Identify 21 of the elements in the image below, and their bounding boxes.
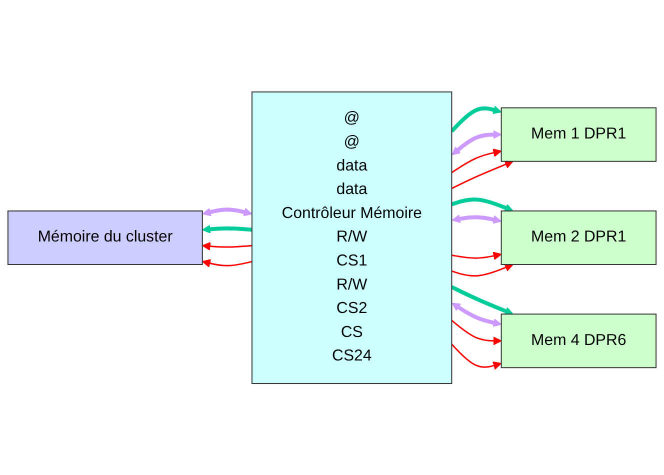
arrow — [451, 320, 502, 345]
arrow — [202, 242, 252, 250]
node-box: Mem 4 DPR6 — [500, 313, 657, 368]
node-box: Mem 2 DPR1 — [500, 210, 657, 265]
arrow — [452, 130, 502, 155]
arrow — [451, 263, 514, 276]
arrow — [451, 160, 514, 189]
arrow — [202, 224, 252, 234]
node-box: Mem 1 DPR1 — [500, 107, 657, 162]
arrow — [452, 251, 502, 260]
arrow — [451, 148, 502, 173]
arrow — [452, 302, 502, 327]
arrow — [450, 284, 514, 315]
arrow — [450, 105, 502, 132]
arrow — [202, 258, 252, 268]
node-box: @ @ data data Contrôleur Mémoire R/W CS1 R/W CS2 CS CS24 — [251, 91, 452, 384]
arrow — [452, 214, 502, 224]
arrow — [451, 197, 514, 212]
node-box: Mémoire du cluster — [7, 210, 203, 265]
arrow — [451, 343, 502, 370]
arrow — [202, 207, 252, 216]
